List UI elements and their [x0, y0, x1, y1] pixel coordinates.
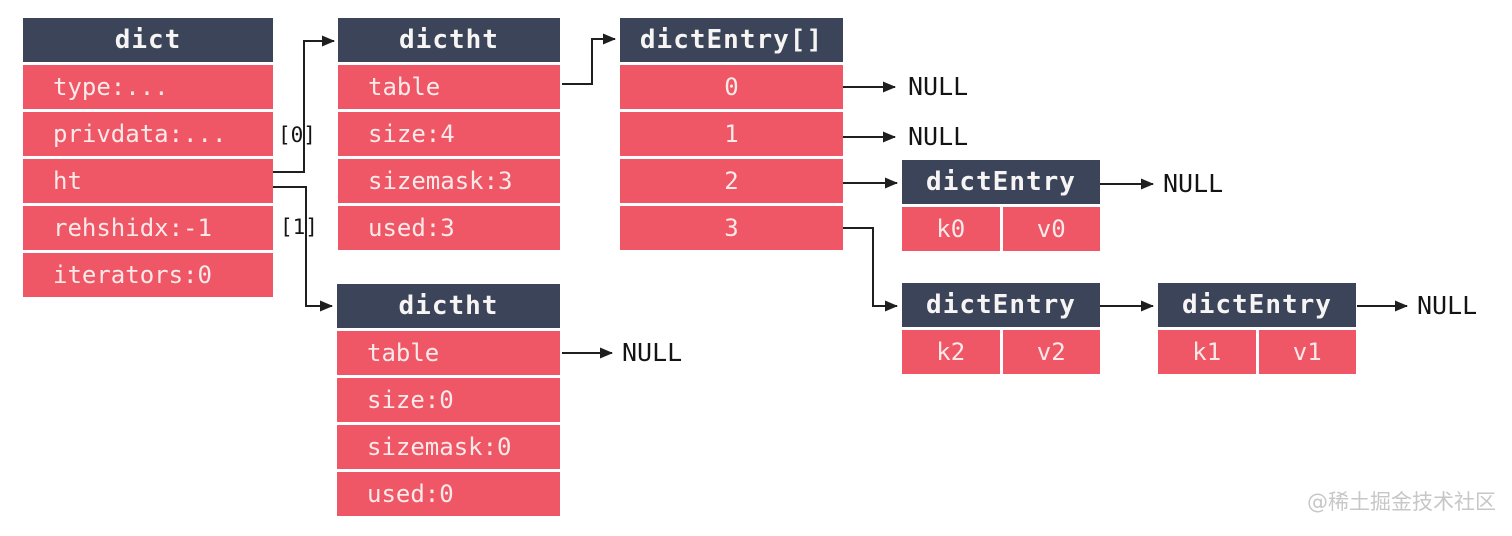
- dictentry-k2v2-header: dictEntry: [902, 283, 1100, 327]
- ht-index-1-label: [1]: [280, 215, 318, 239]
- dict-row-type: type:...: [23, 65, 273, 109]
- dictentry-array-table: dictEntry[] 0 1 2 3: [620, 18, 843, 250]
- dictentry-array-header: dictEntry[]: [620, 18, 843, 62]
- dictht0-row-size: size:4: [338, 112, 560, 156]
- dictht1-table-header: dictht: [337, 284, 560, 328]
- edge-ht1-to-dictht1: [273, 186, 333, 312]
- dictentry-k1v1: dictEntry k1 v1: [1158, 283, 1356, 374]
- bucket-row-2: 2: [620, 159, 843, 203]
- dictentry-k2v2: dictEntry k2 v2: [902, 283, 1100, 374]
- null-bucket-0: NULL: [908, 71, 969, 101]
- dictentry-k0-key: k0: [902, 207, 1000, 251]
- dictentry-k2-value: v2: [1002, 330, 1100, 374]
- dictht0-row-table: table: [338, 65, 560, 109]
- dict-row-iterators: iterators:0: [23, 253, 273, 297]
- null-bucket-1: NULL: [908, 121, 969, 151]
- dictentry-k0v0-header: dictEntry: [902, 160, 1100, 204]
- bucket-row-1: 1: [620, 112, 843, 156]
- dictht0-row-sizemask: sizemask:3: [338, 159, 560, 203]
- edge-table-to-dictentry-array: [562, 33, 616, 85]
- null-after-k1v1: NULL: [1417, 290, 1478, 320]
- null-after-k0v0: NULL: [1163, 168, 1224, 198]
- dictht1-table: dictht table size:0 sizemask:0 used:0: [337, 284, 560, 516]
- dict-row-ht: ht: [23, 159, 273, 203]
- dict-table: dict type:... privdata:... ht rehshidx:-…: [23, 18, 273, 297]
- dictht1-row-table: table: [337, 331, 560, 375]
- dictht0-row-used: used:3: [338, 206, 560, 250]
- edge-ht0-to-dictht0: [273, 35, 335, 173]
- dictht0-table-header: dictht: [338, 18, 560, 62]
- bucket-row-0: 0: [620, 65, 843, 109]
- dictentry-k1-value: v1: [1258, 330, 1356, 374]
- dict-row-rehshidx: rehshidx:-1: [23, 206, 273, 250]
- dictentry-k0v0: dictEntry k0 v0: [902, 160, 1100, 251]
- null-dictht1-table: NULL: [622, 337, 683, 367]
- dictentry-k1-key: k1: [1158, 330, 1256, 374]
- bucket-row-3: 3: [620, 206, 843, 250]
- dict-table-header: dict: [23, 18, 273, 62]
- dictht0-table: dictht table size:4 sizemask:3 used:3: [338, 18, 560, 250]
- dictht1-row-sizemask: sizemask:0: [337, 425, 560, 469]
- dictht1-row-size: size:0: [337, 378, 560, 422]
- dictentry-k1v1-header: dictEntry: [1158, 283, 1356, 327]
- dict-row-privdata: privdata:...: [23, 112, 273, 156]
- edge-bucket3-to-k2v2: [843, 227, 898, 312]
- dictht1-row-used: used:0: [337, 472, 560, 516]
- ht-index-0-label: [0]: [278, 123, 316, 147]
- dictentry-k2-key: k2: [902, 330, 1000, 374]
- dictentry-k0-value: v0: [1002, 207, 1100, 251]
- watermark: @稀土掘金技术社区: [1307, 490, 1496, 514]
